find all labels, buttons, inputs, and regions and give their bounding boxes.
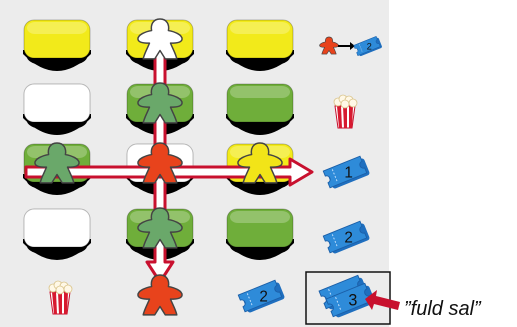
ticket-icon: 2 <box>238 279 285 314</box>
ticket-icon: 2 <box>323 220 370 255</box>
seat-green <box>226 209 294 260</box>
game-board: 2 1 2 3 2 <box>0 0 389 327</box>
ticket-number: 3 <box>348 292 357 310</box>
popcorn-icon <box>334 95 357 128</box>
seat-yellow <box>226 20 294 71</box>
ticket-number: 2 <box>344 229 353 246</box>
caption-full-house: ”fuld sal” <box>404 298 481 321</box>
seat-white <box>23 84 91 135</box>
ticket-number: 1 <box>344 164 353 181</box>
ticket-icon: 2 <box>354 36 383 57</box>
popcorn-icon <box>49 281 72 314</box>
seat-yellow <box>23 20 91 71</box>
orange-meeple-icon <box>320 37 339 54</box>
ticket-number: 2 <box>367 41 372 51</box>
seat-green <box>226 84 294 135</box>
ticket-number: 2 <box>259 288 268 305</box>
ticket-icon: 1 <box>323 155 370 190</box>
orange-meeple <box>138 275 182 315</box>
seat-white <box>23 209 91 260</box>
